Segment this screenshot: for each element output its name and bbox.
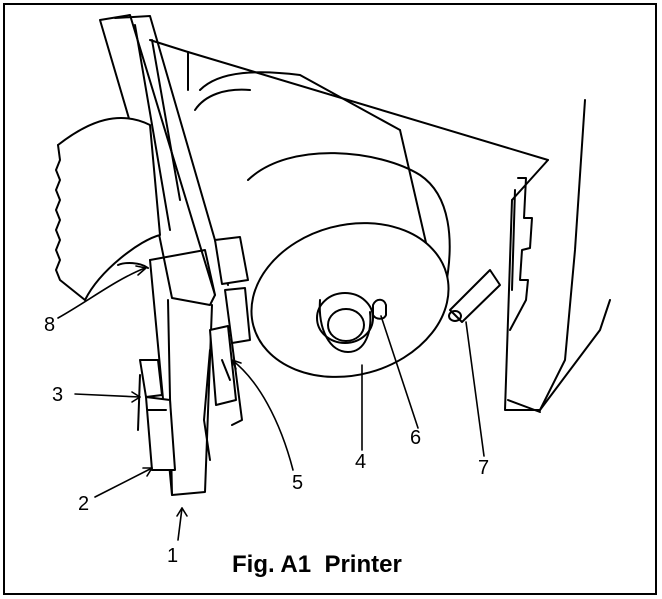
leader-1 <box>177 507 183 541</box>
leader-6 <box>380 315 419 429</box>
feed-buttons <box>137 359 176 471</box>
figure-caption: Fig. A1 Printer <box>232 551 402 578</box>
leader-lines <box>57 265 485 541</box>
arrowhead-8 <box>135 265 147 276</box>
callout-5: 5 <box>292 472 304 494</box>
leader-7 <box>465 321 485 457</box>
callout-6: 6 <box>410 427 422 449</box>
printer-housing <box>149 39 611 413</box>
leader-5 <box>231 359 294 471</box>
leader-3 <box>74 393 141 398</box>
holder-rod <box>448 269 501 323</box>
paper-roll <box>194 71 451 378</box>
arrowhead-1 <box>176 507 188 517</box>
callout-7: 7 <box>478 457 490 479</box>
leader-2 <box>94 467 153 498</box>
arrowhead-3 <box>131 391 141 403</box>
arrowhead-2 <box>142 467 153 477</box>
callout-3: 3 <box>52 384 64 406</box>
side-bracket <box>509 177 533 331</box>
callout-2: 2 <box>78 493 90 515</box>
callout-4: 4 <box>355 451 367 473</box>
callout-1: 1 <box>167 545 179 567</box>
leader-8 <box>57 267 146 319</box>
arrowhead-5 <box>231 359 242 370</box>
release-lever <box>203 236 251 461</box>
callout-8: 8 <box>44 314 56 336</box>
paper-exit <box>55 117 161 301</box>
